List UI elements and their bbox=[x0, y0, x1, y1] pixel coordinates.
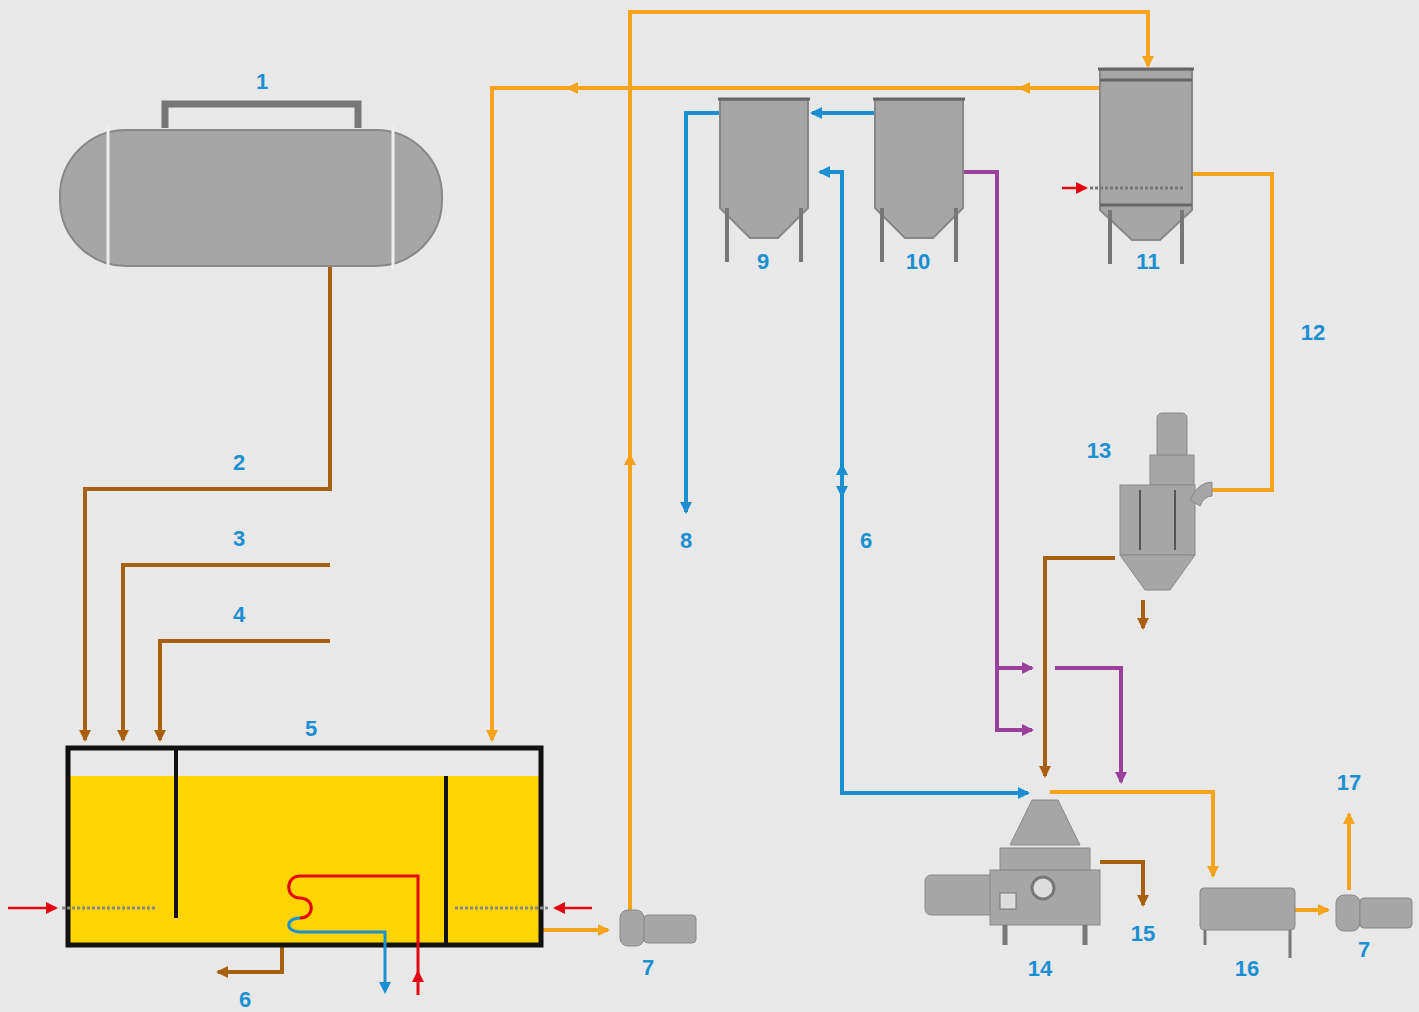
callout-number: 4 bbox=[231, 603, 247, 627]
callout-number: 12 bbox=[1299, 321, 1327, 345]
callout-number: 17 bbox=[1335, 771, 1363, 795]
callout-number: 16 bbox=[1233, 957, 1261, 981]
callout-number: 8 bbox=[678, 529, 694, 553]
callout-number: 14 bbox=[1026, 957, 1054, 981]
callout-number: 1 bbox=[254, 70, 270, 94]
callout-number: 2 bbox=[231, 451, 247, 475]
callout-number: 11 bbox=[1134, 250, 1161, 274]
callout-number: 9 bbox=[755, 250, 771, 274]
callout-number: 7 bbox=[640, 956, 656, 980]
callout-number: 10 bbox=[904, 250, 932, 274]
callout-number: 3 bbox=[231, 527, 247, 551]
callout-number: 15 bbox=[1129, 922, 1157, 946]
callout-number: 5 bbox=[303, 717, 319, 741]
callout-number: 13 bbox=[1085, 439, 1113, 463]
callout-number: 7 bbox=[1356, 938, 1372, 962]
callout-number: 6 bbox=[237, 988, 253, 1012]
callout-number: 6 bbox=[858, 529, 874, 553]
